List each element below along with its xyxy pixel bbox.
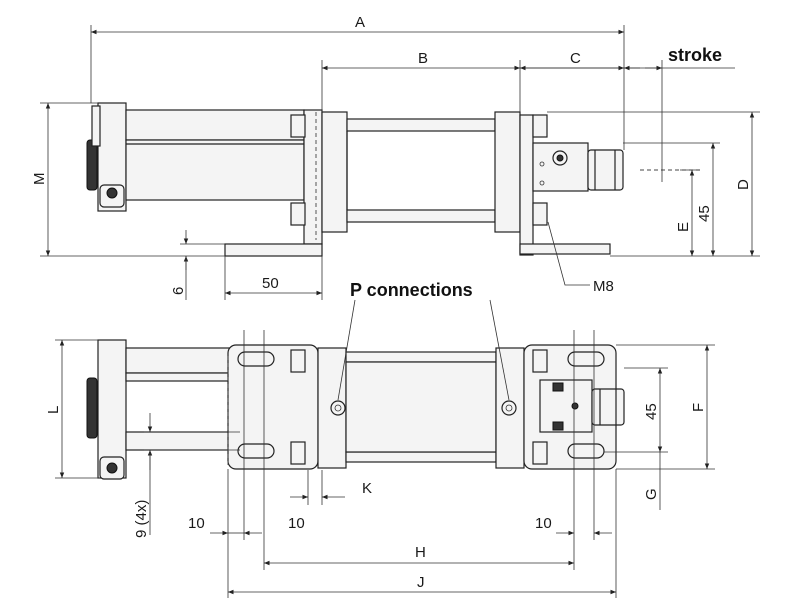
bottom-view bbox=[86, 339, 625, 480]
label-45-top: 45 bbox=[696, 205, 713, 222]
bottom-view-dimensions bbox=[55, 299, 715, 598]
label-D: D bbox=[735, 179, 752, 190]
label-G: G bbox=[643, 488, 660, 500]
label-F: F bbox=[690, 403, 707, 412]
label-50: 50 bbox=[262, 275, 279, 292]
label-45-bottom: 45 bbox=[643, 403, 660, 420]
top-view-dimensions bbox=[40, 25, 760, 300]
label-6: 6 bbox=[170, 287, 187, 295]
label-10-left: 10 bbox=[188, 515, 205, 532]
label-A: A bbox=[355, 14, 365, 31]
label-B: B bbox=[418, 50, 428, 67]
label-H: H bbox=[415, 544, 426, 561]
label-9-4x: 9 (4x) bbox=[133, 500, 150, 538]
label-M8: M8 bbox=[593, 278, 614, 295]
label-p-connections: P connections bbox=[350, 280, 473, 300]
label-stroke: stroke bbox=[668, 45, 722, 65]
top-view bbox=[86, 102, 700, 257]
label-M: M bbox=[31, 173, 48, 186]
label-E: E bbox=[675, 222, 692, 232]
dimension-labels: A B C stroke M D E 45 6 50 M8 P connecti… bbox=[31, 14, 752, 591]
label-C: C bbox=[570, 50, 581, 67]
label-10-right: 10 bbox=[535, 515, 552, 532]
label-10-mid: 10 bbox=[288, 515, 305, 532]
label-L: L bbox=[45, 406, 62, 414]
label-K: K bbox=[362, 480, 372, 497]
label-J: J bbox=[417, 574, 425, 591]
